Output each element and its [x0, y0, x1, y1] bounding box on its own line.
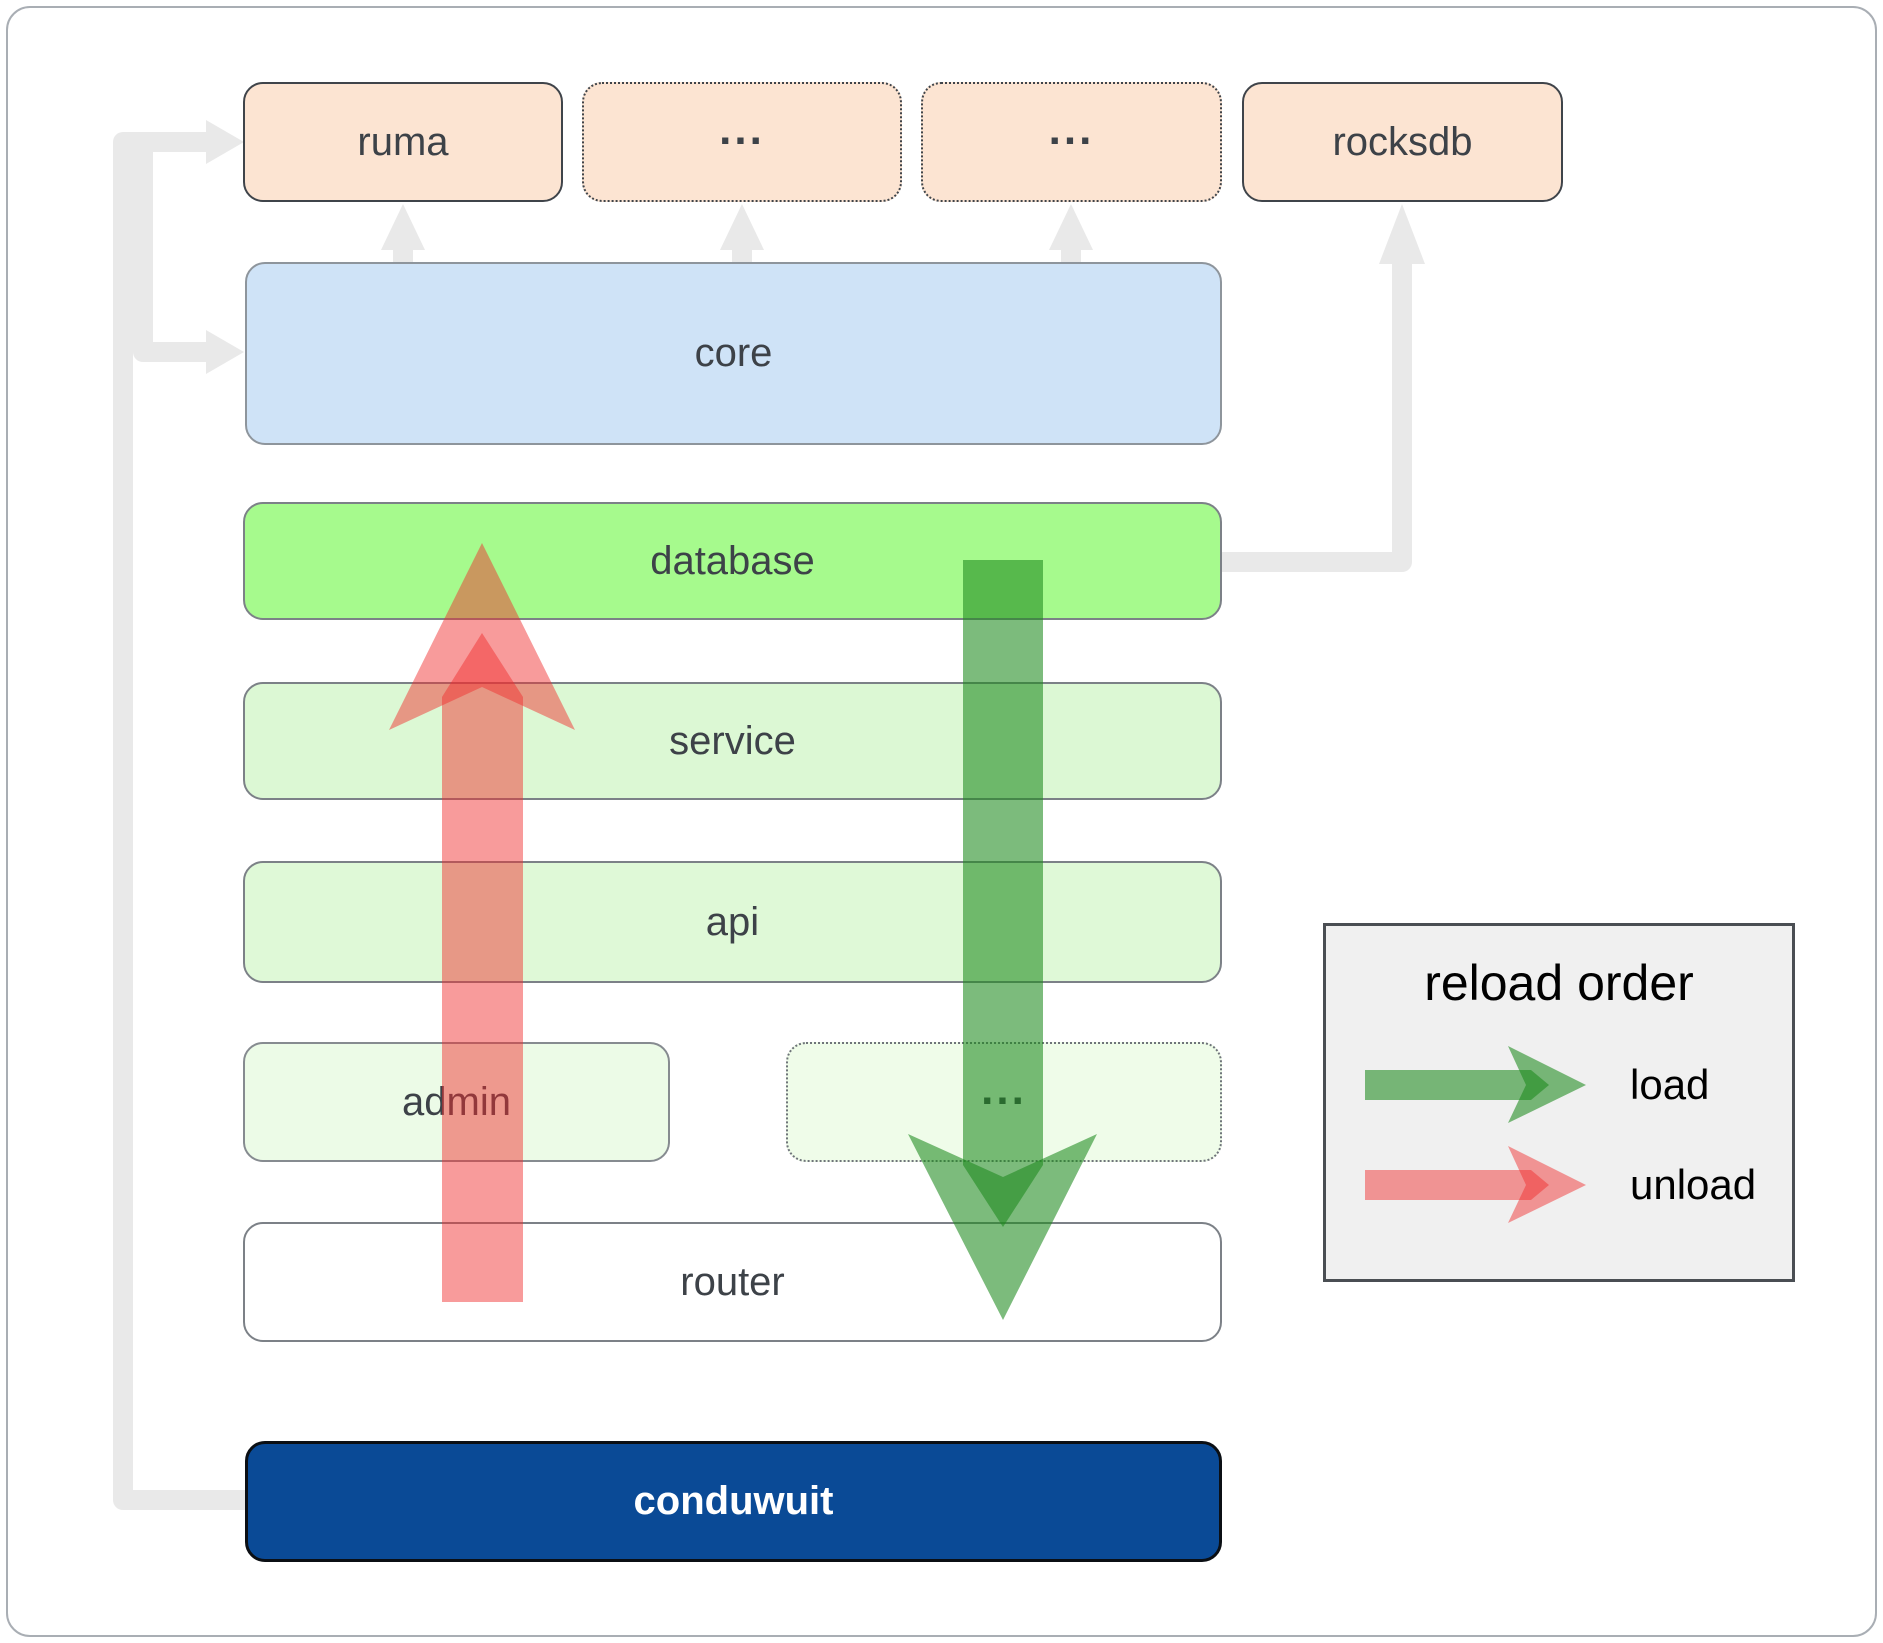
node-core-label: core [694, 331, 773, 375]
node-ruma-label: ruma [357, 119, 449, 164]
node-conduwuit-label: conduwuit [633, 1479, 834, 1523]
legend-label-load: load [1630, 1061, 1710, 1108]
node-ruma: ruma [243, 82, 563, 202]
node-database: database [243, 502, 1222, 620]
ellipsis-icon: ... [1048, 105, 1095, 154]
legend-reload-order: reload order load unload [1323, 923, 1795, 1282]
diagram-frame [6, 6, 1877, 1637]
node-router: router [243, 1222, 1222, 1342]
node-api: api [243, 861, 1222, 983]
node-crates-more-2: ... [921, 82, 1222, 202]
node-core: core [245, 262, 1222, 445]
node-admin-more: ... [786, 1042, 1222, 1162]
node-crates-more-1: ... [582, 82, 902, 202]
node-database-label: database [650, 538, 815, 583]
unload-arrow-icon [1365, 1146, 1586, 1223]
node-service: service [243, 682, 1222, 800]
node-conduwuit: conduwuit [245, 1441, 1222, 1562]
ellipsis-icon: ... [719, 105, 765, 154]
node-admin-label: admin [402, 1079, 511, 1124]
load-arrow-icon [1365, 1046, 1586, 1123]
node-api-label: api [705, 899, 760, 944]
node-service-label: service [669, 718, 796, 763]
node-router-label: router [680, 1259, 785, 1304]
ellipsis-icon: ... [981, 1065, 1027, 1114]
node-rocksdb: rocksdb [1242, 82, 1563, 202]
legend-label-unload: unload [1630, 1161, 1757, 1208]
legend-arrows [1365, 1046, 1586, 1223]
node-rocksdb-label: rocksdb [1332, 119, 1473, 164]
legend-title: reload order [1424, 955, 1694, 1011]
node-admin: admin [243, 1042, 670, 1162]
